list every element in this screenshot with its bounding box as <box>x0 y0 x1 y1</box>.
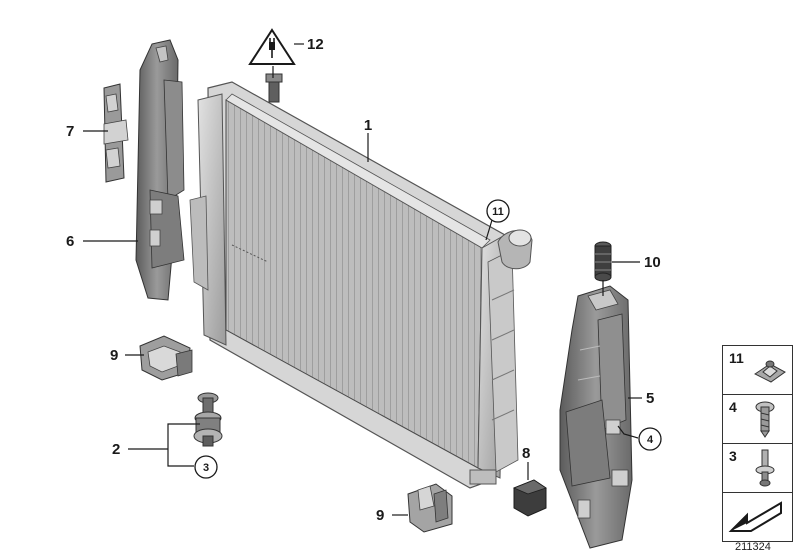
callout-7: 7 <box>66 123 74 140</box>
callout-circle-4 <box>638 427 662 451</box>
small-part-11: 11 <box>723 346 792 395</box>
rubber-mount <box>193 392 223 447</box>
callout-4: 4 <box>647 434 654 446</box>
callout-2: 2 <box>112 441 120 458</box>
callout-12: 12 <box>307 36 324 53</box>
holder-upper <box>139 335 193 381</box>
callout-8: 8 <box>522 445 530 462</box>
callout-circle-3 <box>194 455 218 479</box>
rubber-grommet <box>512 479 547 517</box>
callout-9-upper: 9 <box>110 347 118 364</box>
callout-11: 11 <box>492 206 504 218</box>
small-parts-panel: 11 4 3 <box>722 345 793 542</box>
screw-icon <box>755 401 775 438</box>
warning-sign-icon <box>248 28 296 65</box>
callout-circle-11 <box>486 199 510 223</box>
small-part-number: 3 <box>729 448 737 464</box>
callout-5: 5 <box>646 390 654 407</box>
right-air-duct <box>559 285 633 549</box>
bracket <box>103 83 129 183</box>
holder-lower <box>407 483 453 533</box>
small-part-number: 11 <box>729 350 744 366</box>
leader-lines <box>83 43 642 516</box>
direction-arrow <box>723 493 792 541</box>
callout-1: 1 <box>364 117 372 134</box>
diagram-number: 211324 <box>735 541 771 553</box>
small-part-4: 4 <box>723 395 792 444</box>
clip-nut-icon <box>754 360 786 383</box>
rubber-buffer <box>594 241 612 282</box>
small-part-number: 4 <box>729 399 737 415</box>
callout-6: 6 <box>66 233 74 250</box>
small-part-3: 3 <box>723 444 792 493</box>
callout-3: 3 <box>203 462 209 474</box>
callout-10: 10 <box>644 254 661 271</box>
callout-9-lower: 9 <box>376 507 384 524</box>
rivet-bolt-icon <box>755 449 775 487</box>
left-air-duct <box>135 39 185 301</box>
radiator <box>189 73 533 489</box>
arrow-icon <box>728 501 782 532</box>
